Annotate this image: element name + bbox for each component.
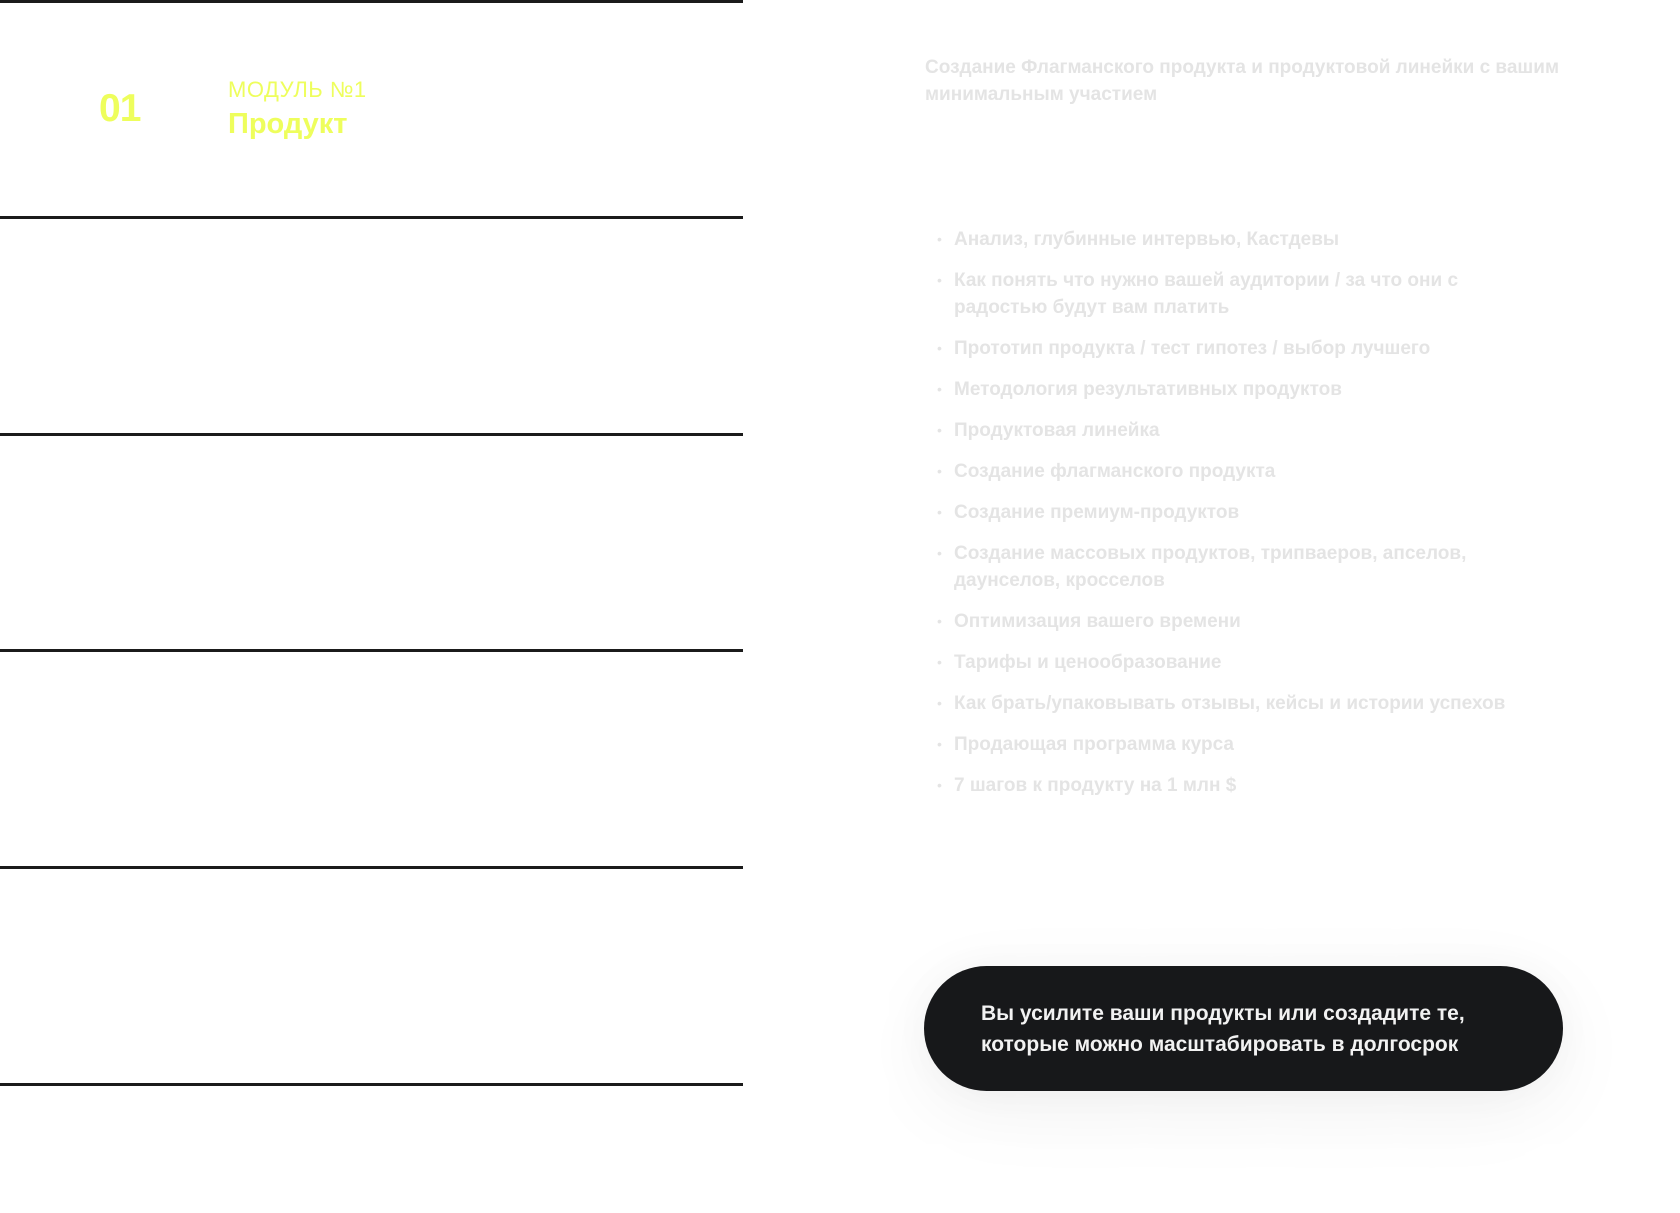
result-pill: Вы усилите ваши продукты или создадите т… xyxy=(924,966,1563,1091)
module-label: МОДУЛЬ №1 xyxy=(228,77,367,102)
topic-item: • Создание флагманского продукта xyxy=(925,458,1555,485)
module-number: 01 xyxy=(99,87,141,130)
topic-text: 7 шагов к продукту на 1 млн $ xyxy=(954,775,1237,796)
topic-item: • Продающая программа курса xyxy=(925,731,1555,758)
topic-text: Создание флагманского продукта xyxy=(954,461,1276,482)
topic-text: Прототип продукта / тест гипотез / выбор… xyxy=(954,338,1431,359)
topic-text: Методология результативных продуктов xyxy=(954,379,1342,400)
topic-text: Анализ, глубинные интервью, Кастдевы xyxy=(954,229,1340,250)
topic-item: • 7 шагов к продукту на 1 млн $ xyxy=(925,772,1555,799)
bullet-icon: • xyxy=(937,504,942,520)
bullet-icon: • xyxy=(937,422,942,438)
module-row-2 xyxy=(0,216,743,433)
topic-text: Создание массовых продуктов, трипваеров,… xyxy=(954,543,1467,591)
bullet-icon: • xyxy=(937,463,942,479)
topic-text: Создание премиум-продуктов xyxy=(954,502,1240,523)
topic-item: • Анализ, глубинные интервью, Кастдевы xyxy=(925,226,1555,253)
bullet-icon: • xyxy=(937,340,942,356)
topic-item: • Создание массовых продуктов, трипваеров… xyxy=(925,540,1555,594)
module-details: Создание Флагманского продукта и продукт… xyxy=(925,54,1565,796)
module-row-4 xyxy=(0,649,743,866)
topic-item: • Продуктовая линейка xyxy=(925,417,1555,444)
topic-item: • Прототип продукта / тест гипотез / выбо… xyxy=(925,335,1555,362)
topic-item: • Методология результативных продуктов xyxy=(925,376,1555,403)
topic-item: • Создание премиум-продуктов xyxy=(925,499,1555,526)
module-list: 01 МОДУЛЬ №1 Продукт xyxy=(0,0,743,1213)
topic-item: • Оптимизация вашего времени xyxy=(925,608,1555,635)
bullet-icon: • xyxy=(937,777,942,793)
topic-item: • Как понять что нужно вашей аудитории / … xyxy=(925,267,1555,321)
bullet-icon: • xyxy=(937,695,942,711)
bullet-icon: • xyxy=(937,545,942,561)
bullet-icon: • xyxy=(937,736,942,752)
topic-text: Продающая программа курса xyxy=(954,734,1234,755)
topic-text: Оптимизация вашего времени xyxy=(954,611,1241,632)
topic-list: • Анализ, глубинные интервью, Кастдевы • Ка… xyxy=(925,226,1555,813)
module-row-3 xyxy=(0,433,743,650)
topic-text: Тарифы и ценообразование xyxy=(954,652,1222,673)
module-intro: Создание Флагманского продукта и продукт… xyxy=(925,57,1560,105)
divider xyxy=(0,1083,743,1086)
module-row-1[interactable]: 01 МОДУЛЬ №1 Продукт xyxy=(0,0,743,217)
bullet-icon: • xyxy=(937,381,942,397)
topic-text: Как понять что нужно вашей аудитории / з… xyxy=(954,270,1459,318)
bullet-icon: • xyxy=(937,654,942,670)
topic-item: • Тарифы и ценообразование xyxy=(925,649,1555,676)
result-text: Вы усилите ваши продукты или создадите т… xyxy=(981,1001,1465,1056)
topic-text: Продуктовая линейка xyxy=(954,420,1160,441)
bullet-icon: • xyxy=(937,272,942,288)
topic-item: • Как брать/упаковывать отзывы, кейсы и и… xyxy=(925,690,1555,717)
bullet-icon: • xyxy=(937,231,942,247)
module-row-5 xyxy=(0,866,743,1083)
bullet-icon: • xyxy=(937,613,942,629)
module-title: Продукт xyxy=(228,108,348,140)
topic-text: Как брать/упаковывать отзывы, кейсы и ис… xyxy=(954,693,1506,714)
